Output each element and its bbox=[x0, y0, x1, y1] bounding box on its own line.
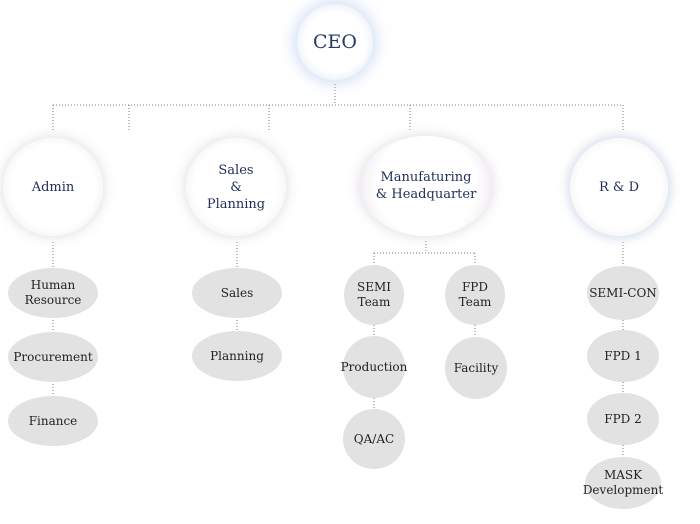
human-resource-node: Human Resource bbox=[8, 268, 98, 318]
ceo-label: CEO bbox=[313, 31, 357, 53]
sales-planning-department-node: Sales & Planning bbox=[186, 138, 286, 236]
fpd-team-label: FPD Team bbox=[458, 280, 492, 309]
manufacturing-label: Manufaturing & Headquarter bbox=[375, 170, 477, 202]
facility-label: Facility bbox=[453, 360, 499, 375]
fpd-2-label: FPD 2 bbox=[604, 411, 642, 426]
sales-label: Sales bbox=[220, 285, 254, 300]
semi-con-node: SEMI-CON bbox=[587, 266, 659, 320]
sales-planning-label: Sales & Planning bbox=[206, 162, 266, 212]
semi-team-node: SEMI Team bbox=[344, 265, 404, 325]
semi-team-label: SEMI Team bbox=[356, 280, 391, 309]
mask-development-label: MASK Development bbox=[582, 468, 664, 497]
ceo-node: CEO bbox=[297, 4, 373, 80]
human-resource-label: Human Resource bbox=[24, 278, 82, 307]
rnd-label: R & D bbox=[598, 179, 640, 195]
qa-ac-label: QA/AC bbox=[353, 431, 395, 446]
procurement-node: Procurement bbox=[8, 332, 98, 382]
admin-department-node: Admin bbox=[3, 138, 103, 236]
fpd-2-node: FPD 2 bbox=[587, 393, 659, 445]
finance-node: Finance bbox=[8, 396, 98, 446]
admin-label: Admin bbox=[31, 179, 75, 195]
sales-node: Sales bbox=[192, 268, 282, 318]
fpd-1-node: FPD 1 bbox=[587, 330, 659, 382]
finance-label: Finance bbox=[28, 413, 78, 428]
production-label: Production bbox=[340, 359, 408, 374]
qa-ac-node: QA/AC bbox=[343, 409, 405, 469]
procurement-label: Procurement bbox=[13, 349, 93, 364]
planning-label: Planning bbox=[210, 348, 264, 363]
manufacturing-headquarter-department-node: Manufaturing & Headquarter bbox=[360, 136, 492, 236]
rnd-department-node: R & D bbox=[570, 138, 668, 236]
planning-node: Planning bbox=[192, 331, 282, 381]
mask-development-node: MASK Development bbox=[582, 457, 664, 509]
facility-node: Facility bbox=[445, 337, 507, 399]
production-node: Production bbox=[340, 336, 408, 398]
semi-con-label: SEMI-CON bbox=[589, 285, 657, 300]
fpd-team-node: FPD Team bbox=[445, 265, 505, 325]
fpd-1-label: FPD 1 bbox=[604, 348, 642, 363]
